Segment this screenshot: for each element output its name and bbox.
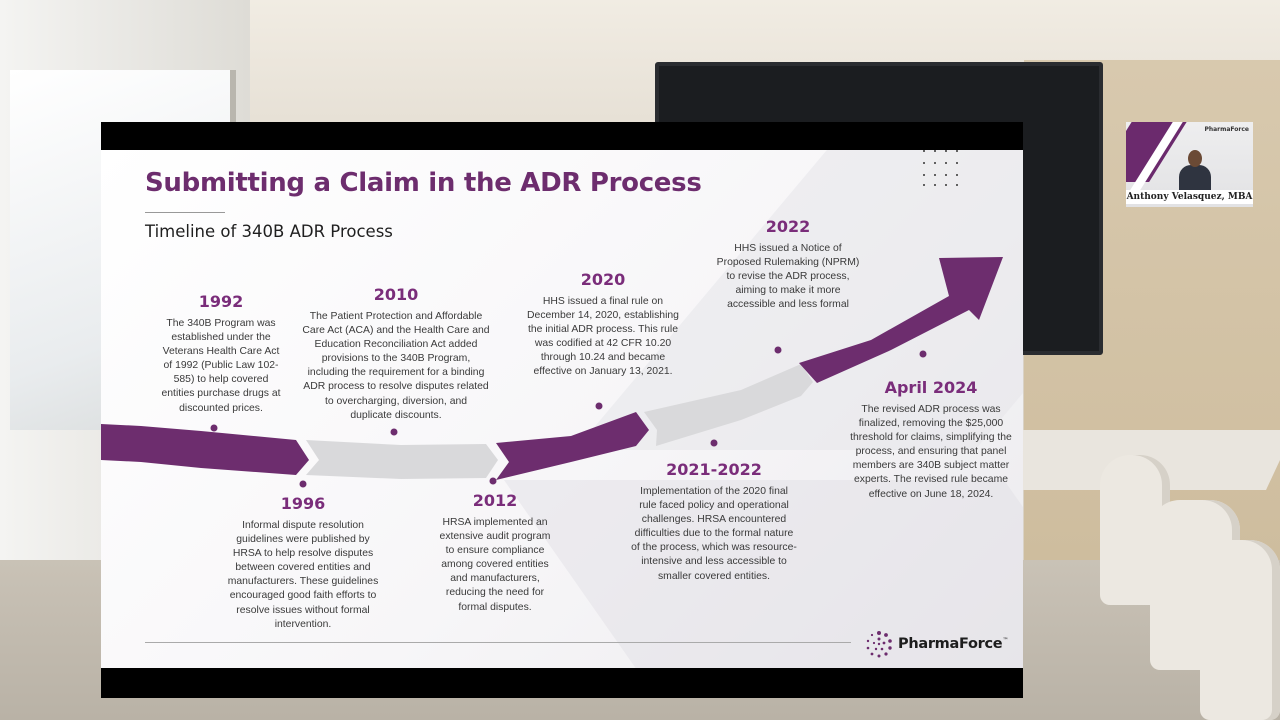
participant-name: Anthony Velasquez, MBA xyxy=(1126,190,1253,204)
timeline-marker-1996 xyxy=(299,480,307,488)
logo-text: PharmaForce™ xyxy=(898,636,1009,652)
event-year: 2022 xyxy=(765,217,811,236)
tile-logo: PharmaForce xyxy=(1204,126,1249,133)
dot-grid-decoration xyxy=(923,150,967,190)
event-description: The 340B Program was established under t… xyxy=(161,318,281,414)
timeline-event-1992: 1992 The 340B Program was established un… xyxy=(139,292,303,416)
event-year: 1992 xyxy=(198,292,244,311)
event-description: HHS issued a Notice of Proposed Rulemaki… xyxy=(716,243,860,311)
timeline-marker-2020 xyxy=(595,402,603,410)
timeline-event-2010: 2010 The Patient Protection and Affordab… xyxy=(283,285,509,423)
event-description: Implementation of the 2020 final rule fa… xyxy=(631,486,797,582)
participant-video-tile[interactable]: PharmaForce Anthony Velasquez, MBA xyxy=(1126,122,1253,207)
event-description: HHS issued a final rule on December 14, … xyxy=(527,296,679,378)
participant-avatar xyxy=(1179,150,1211,190)
pharmaforce-logo: PharmaForce™ xyxy=(865,630,1008,658)
shared-screen: Submitting a Claim in the ADR Process Ti… xyxy=(101,122,1023,698)
event-year: 1996 xyxy=(280,494,326,513)
timeline-event-1996: 1996 Informal dispute resolution guideli… xyxy=(213,494,393,632)
event-year: 2010 xyxy=(373,285,419,304)
timeline-event-2020: 2020 HHS issued a final rule on December… xyxy=(513,270,693,380)
timeline-event-april-2024: April 2024 The revised ADR process was f… xyxy=(837,378,1023,502)
timeline-arrow xyxy=(101,257,1003,480)
arrow-segment xyxy=(496,412,649,480)
arrow-segment xyxy=(101,424,309,475)
timeline-event-2022: 2022 HHS issued a Notice of Proposed Rul… xyxy=(697,217,879,312)
event-year: 2021-2022 xyxy=(666,460,762,479)
timeline-marker-1992 xyxy=(210,424,218,432)
slide-title: Submitting a Claim in the ADR Process xyxy=(145,168,702,198)
event-year: April 2024 xyxy=(884,378,978,397)
arrow-segment xyxy=(799,257,1003,383)
event-description: The Patient Protection and Affordable Ca… xyxy=(302,311,490,421)
pharmaforce-logo-icon xyxy=(866,631,892,658)
timeline-marker-2022 xyxy=(774,346,782,354)
footer-divider xyxy=(145,642,851,643)
title-divider xyxy=(145,212,225,213)
slide-subtitle: Timeline of 340B ADR Process xyxy=(145,222,393,241)
timeline-marker-2010 xyxy=(390,428,398,436)
event-description: The revised ADR process was finalized, r… xyxy=(850,404,1012,500)
presentation-slide: Submitting a Claim in the ADR Process Ti… xyxy=(101,150,1023,668)
arrow-segment xyxy=(306,440,498,479)
event-description: Informal dispute resolution guidelines w… xyxy=(227,520,379,630)
event-description: HRSA implemented an extensive audit prog… xyxy=(439,517,551,613)
timeline-marker-2012 xyxy=(489,477,497,485)
timeline-event-2021-2022: 2021-2022 Implementation of the 2020 fin… xyxy=(617,460,811,584)
timeline-event-2012: 2012 HRSA implemented an extensive audit… xyxy=(419,491,571,615)
event-year: 2020 xyxy=(580,270,626,289)
timeline-marker-2021-2022 xyxy=(710,439,718,447)
arrow-segment xyxy=(644,364,813,446)
room-chair xyxy=(1200,540,1280,720)
timeline-marker-april-2024 xyxy=(919,350,927,358)
event-year: 2012 xyxy=(472,491,518,510)
